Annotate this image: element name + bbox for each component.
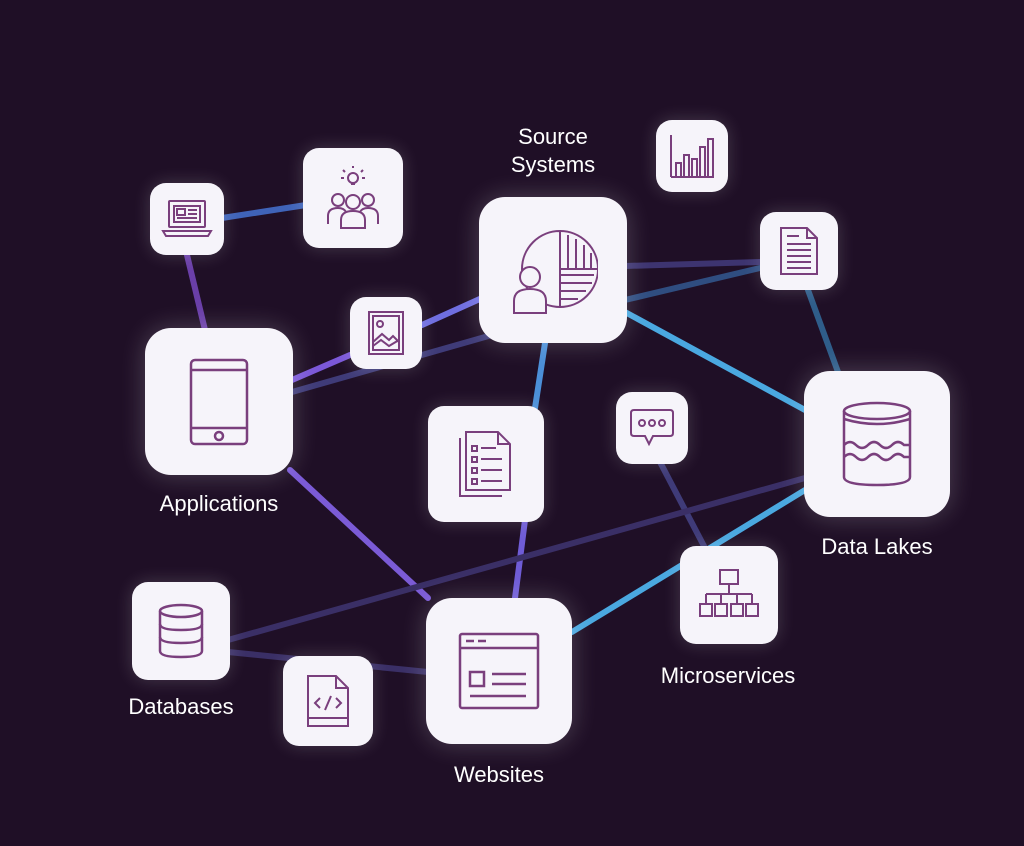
laptop-icon <box>161 200 213 237</box>
team-tile <box>303 148 403 248</box>
link-chat-microservices <box>657 459 708 551</box>
data-lakes-tile <box>804 371 950 517</box>
link-source-document <box>622 259 763 269</box>
image-tile <box>350 297 422 369</box>
checklist-icon <box>459 431 511 497</box>
link-datalakes-databases <box>225 475 808 643</box>
link-source-document-2 <box>622 265 763 303</box>
websites-label: Websites <box>453 762 545 787</box>
checklist-tile <box>428 406 544 522</box>
microservices-tile <box>680 546 778 644</box>
link-laptop-team <box>219 202 309 221</box>
browser-window-icon <box>458 632 540 710</box>
databases-label: Databases <box>128 694 234 719</box>
data-lake-cylinder-icon <box>842 401 912 487</box>
applications-label: Applications <box>159 491 279 516</box>
team-idea-icon <box>327 166 379 229</box>
bar-chart-icon <box>670 135 714 178</box>
link-laptop-applications <box>184 252 208 333</box>
websites-tile <box>426 598 572 744</box>
source-systems-label-line2: Systems <box>510 152 596 177</box>
link-applications-image <box>289 352 353 383</box>
source-systems-tile <box>479 197 627 343</box>
laptop-tile <box>150 183 224 255</box>
document-icon <box>780 227 818 275</box>
link-source-datalakes <box>622 309 808 413</box>
microservices-label: Microservices <box>660 663 796 688</box>
source-systems-label-line1: Source <box>518 124 588 149</box>
applications-tile <box>145 328 293 475</box>
databases-tile <box>132 582 230 680</box>
link-document-datalakes <box>805 287 841 375</box>
link-image-source <box>419 295 485 328</box>
chat-bubble-icon <box>630 409 674 447</box>
person-pie-chart-icon <box>513 229 598 314</box>
image-icon <box>368 311 404 355</box>
bar-chart-tile <box>656 120 728 192</box>
document-tile <box>760 212 838 290</box>
link-source-checklist <box>532 340 548 411</box>
code-file-icon <box>307 675 349 727</box>
chat-tile <box>616 392 688 464</box>
source-systems-label: Source Systems <box>493 123 613 179</box>
link-applications-websites <box>287 467 431 601</box>
code-file-tile <box>283 656 373 746</box>
database-icon <box>158 603 204 659</box>
tablet-icon <box>189 358 249 445</box>
hierarchy-icon <box>699 569 759 617</box>
data-lakes-label: Data Lakes <box>821 534 933 559</box>
